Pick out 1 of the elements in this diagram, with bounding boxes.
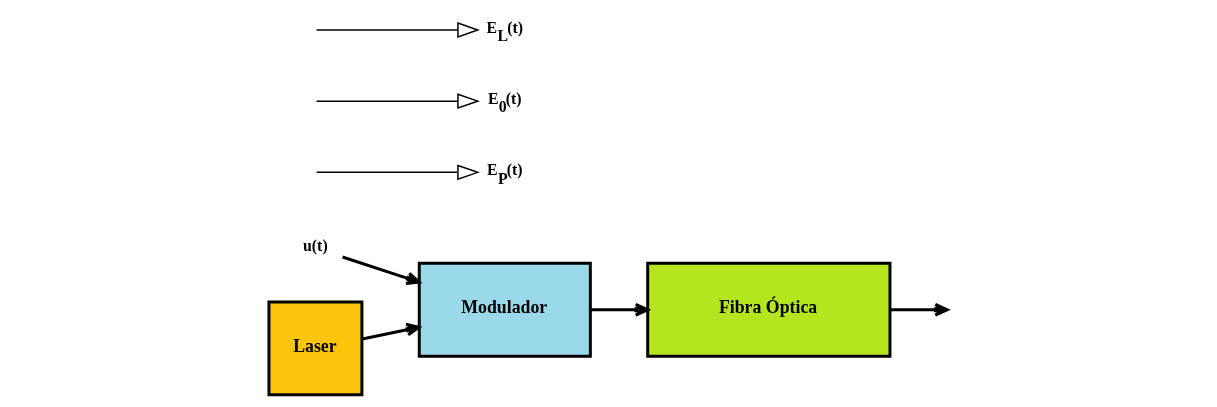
- node-text: u(t): [303, 237, 328, 255]
